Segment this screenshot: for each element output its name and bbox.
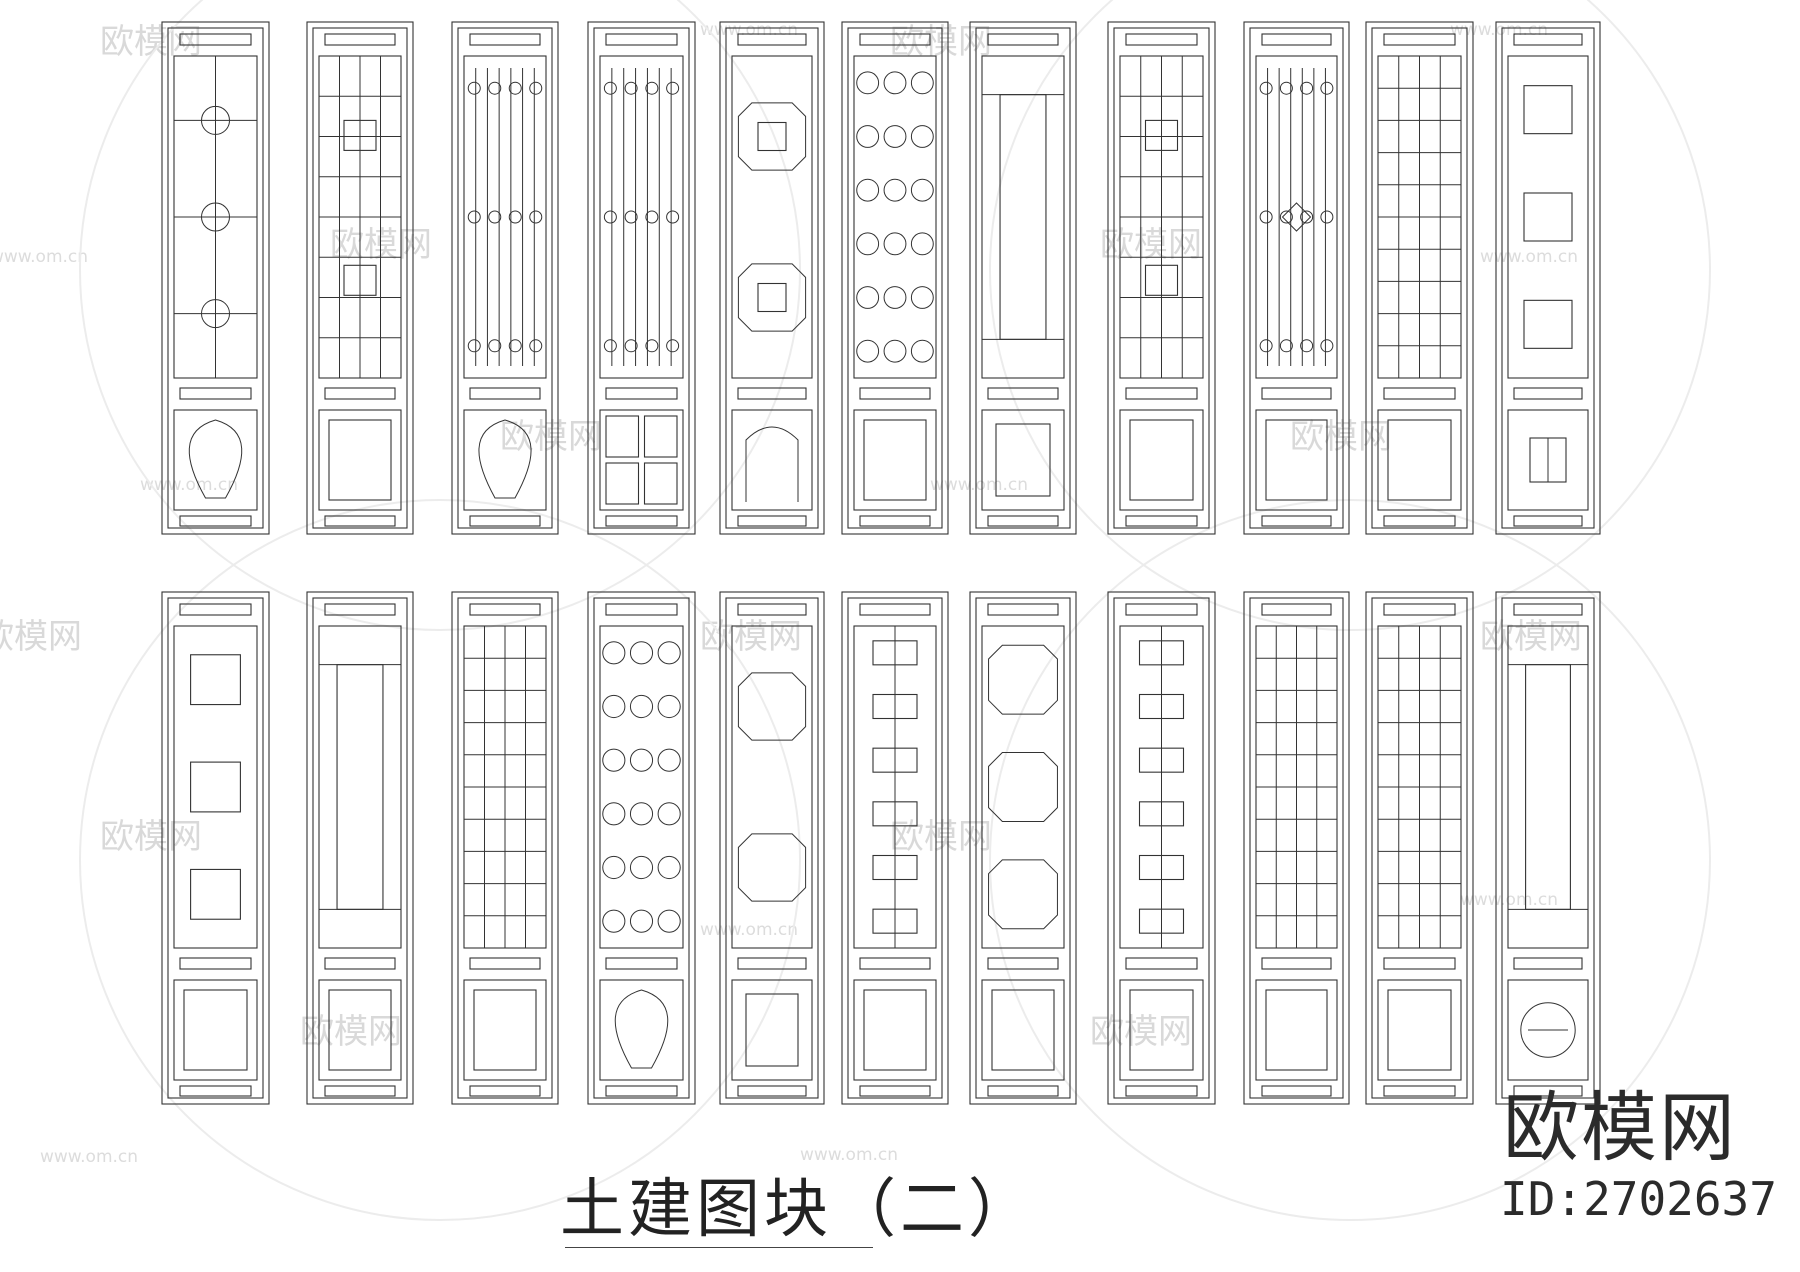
watermark-layer: 欧模网欧模网欧模网欧模网欧模网欧模网欧模网欧模网欧模网欧模网欧模网欧模网欧模网w…	[0, 0, 1711, 1221]
door-panel	[841, 591, 949, 1105]
watermark-url-text: www.om.cn	[0, 247, 88, 267]
watermark-url-text: www.om.cn	[1460, 890, 1558, 910]
title-underline	[565, 1247, 873, 1248]
drawing-title-text: 土建图块（二）	[560, 1173, 1036, 1247]
door-panel	[306, 591, 414, 1105]
watermark-url-text: www.om.cn	[800, 1145, 898, 1165]
drawing-title: 土建图块（二）	[560, 1158, 1036, 1250]
brand-id-text: ID:2702637	[1500, 1172, 1777, 1226]
door-panel	[1495, 21, 1601, 535]
watermark-url-text: www.om.cn	[40, 1147, 138, 1167]
door-panel	[719, 21, 825, 535]
watermark-arc	[79, 0, 801, 631]
watermark-url-text: www.om.cn	[1480, 247, 1578, 267]
door-panel	[1107, 21, 1216, 535]
watermark-logo-text: 欧模网	[890, 817, 992, 857]
watermark-logo-text: 欧模网	[100, 817, 202, 857]
watermark-logo-text: 欧模网	[1100, 225, 1202, 265]
door-panel	[306, 21, 414, 535]
watermark-logo-text: 欧模网	[0, 617, 82, 657]
door-panel	[719, 591, 825, 1105]
door-panel	[587, 21, 696, 535]
door-panel	[161, 591, 270, 1105]
watermark-logo-text: 欧模网	[1290, 417, 1392, 457]
watermark-logo-text: 欧模网	[700, 617, 802, 657]
door-panel	[1243, 21, 1350, 535]
watermark-arc	[989, 499, 1711, 1221]
door-panel	[841, 21, 949, 535]
door-panel	[1495, 591, 1601, 1105]
door-panel	[1243, 591, 1350, 1105]
watermark-logo-text: 欧模网	[500, 417, 602, 457]
brand-block: 欧模网 ID:2702637	[1500, 1083, 1777, 1227]
door-panel	[451, 21, 559, 535]
watermark-logo-text: 欧模网	[1480, 617, 1582, 657]
door-panel	[587, 591, 696, 1105]
watermark-arc	[79, 499, 801, 1221]
watermark-url-text: www.om.cn	[140, 475, 238, 495]
watermark-url-text: www.om.cn	[700, 920, 798, 940]
door-panel	[969, 21, 1077, 535]
watermark-logo-text: 欧模网	[890, 22, 992, 62]
watermark-arc	[989, 0, 1711, 631]
watermark-logo-text: 欧模网	[1090, 1012, 1192, 1052]
door-panel	[1107, 591, 1216, 1105]
watermark-url-text: www.om.cn	[700, 20, 798, 40]
watermark-logo-text: 欧模网	[300, 1012, 402, 1052]
door-panel	[451, 591, 559, 1105]
door-panel	[1365, 591, 1474, 1105]
door-panel	[161, 21, 270, 535]
door-panel	[969, 591, 1077, 1105]
door-panels	[161, 21, 1601, 1105]
brand-logo-text: 欧模网	[1503, 1083, 1737, 1172]
watermark-url-text: www.om.cn	[930, 475, 1028, 495]
watermark-url-text: www.om.cn	[1450, 20, 1548, 40]
door-panel	[1365, 21, 1474, 535]
